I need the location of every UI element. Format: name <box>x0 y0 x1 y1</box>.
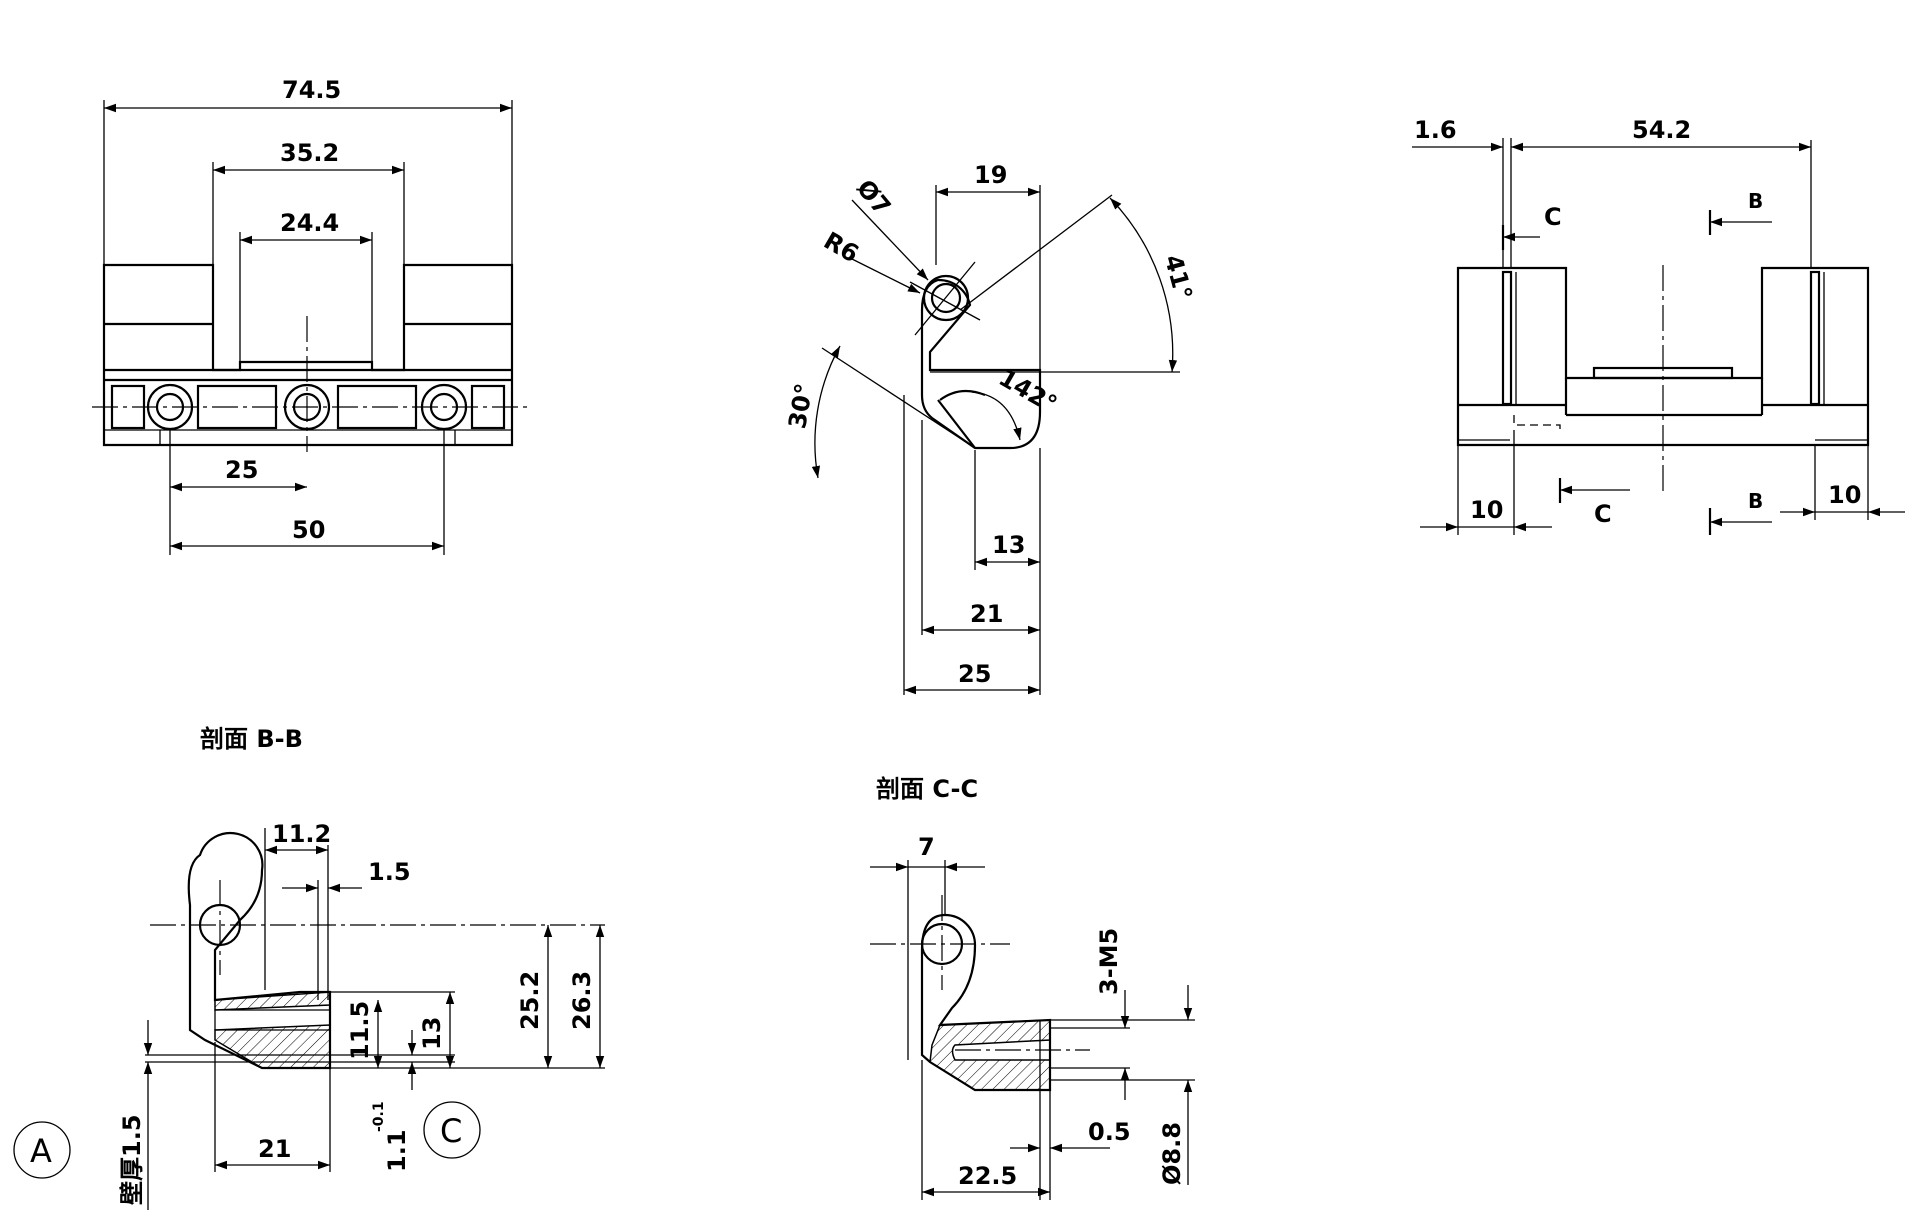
dim-1-5: 1.5 <box>368 858 411 886</box>
section-c-top: C <box>1544 203 1562 231</box>
dim-22-5: 22.5 <box>958 1162 1017 1190</box>
section-bb-title: 剖面 B-B <box>200 725 303 753</box>
front-view: 74.5 35.2 24.4 <box>92 76 530 555</box>
dim-dia8-8: Ø8.8 <box>1158 1122 1186 1185</box>
side-view: 19 Ø7 R6 41° 30° 142° 13 21 25 <box>783 161 1198 695</box>
dim-35-2: 35.2 <box>280 139 339 167</box>
dim-74-5: 74.5 <box>282 76 341 104</box>
dim-50: 50 <box>292 516 325 544</box>
section-cc-title: 剖面 C-C <box>876 775 978 803</box>
dim-dia7: Ø7 <box>851 174 896 220</box>
dim-7: 7 <box>918 833 935 861</box>
dim-13-bb: 13 <box>418 1017 446 1050</box>
dim-24-4: 24.4 <box>280 209 339 237</box>
section-c-bottom: C <box>1594 500 1612 528</box>
svg-text:C: C <box>440 1112 462 1150</box>
wall-thickness: 壁厚1.5 <box>118 1114 146 1205</box>
dim-13: 13 <box>992 531 1025 559</box>
section-cc: 剖面 C-C 7 3-M5 Ø8.8 0.5 <box>870 775 1195 1200</box>
dim-11-5: 11.5 <box>346 1001 374 1060</box>
dim-30deg: 30° <box>783 381 818 431</box>
dim-25: 25 <box>958 660 991 688</box>
dim-25: 25 <box>225 456 258 484</box>
top-view: 1.6 54.2 C B C B 10 10 <box>1412 116 1905 535</box>
dim-0-5: 0.5 <box>1088 1118 1131 1146</box>
circle-a: A <box>13 1121 71 1179</box>
dim-26-3: 26.3 <box>568 971 596 1030</box>
dim-25-2: 25.2 <box>516 971 544 1030</box>
dim-21: 21 <box>970 600 1003 628</box>
dim-54-2: 54.2 <box>1632 116 1691 144</box>
section-bb: 剖面 B-B 11.2 1.5 11.5 13 25.2 <box>13 725 605 1210</box>
dim-10-left: 10 <box>1470 496 1503 524</box>
dim-tol-sup: -0.1 <box>371 1101 387 1132</box>
dim-3-m5: 3-M5 <box>1095 928 1123 995</box>
dim-19: 19 <box>974 161 1007 189</box>
dim-1-1: 1.1 <box>383 1129 411 1172</box>
section-b-top: B <box>1748 189 1763 213</box>
svg-text:A: A <box>30 1132 52 1170</box>
section-b-bottom: B <box>1748 489 1763 513</box>
dim-11-2: 11.2 <box>272 820 331 848</box>
dim-21-bb: 21 <box>258 1135 291 1163</box>
circle-c: C <box>423 1101 481 1159</box>
dim-1-6: 1.6 <box>1414 116 1457 144</box>
dim-10-right: 10 <box>1828 481 1861 509</box>
